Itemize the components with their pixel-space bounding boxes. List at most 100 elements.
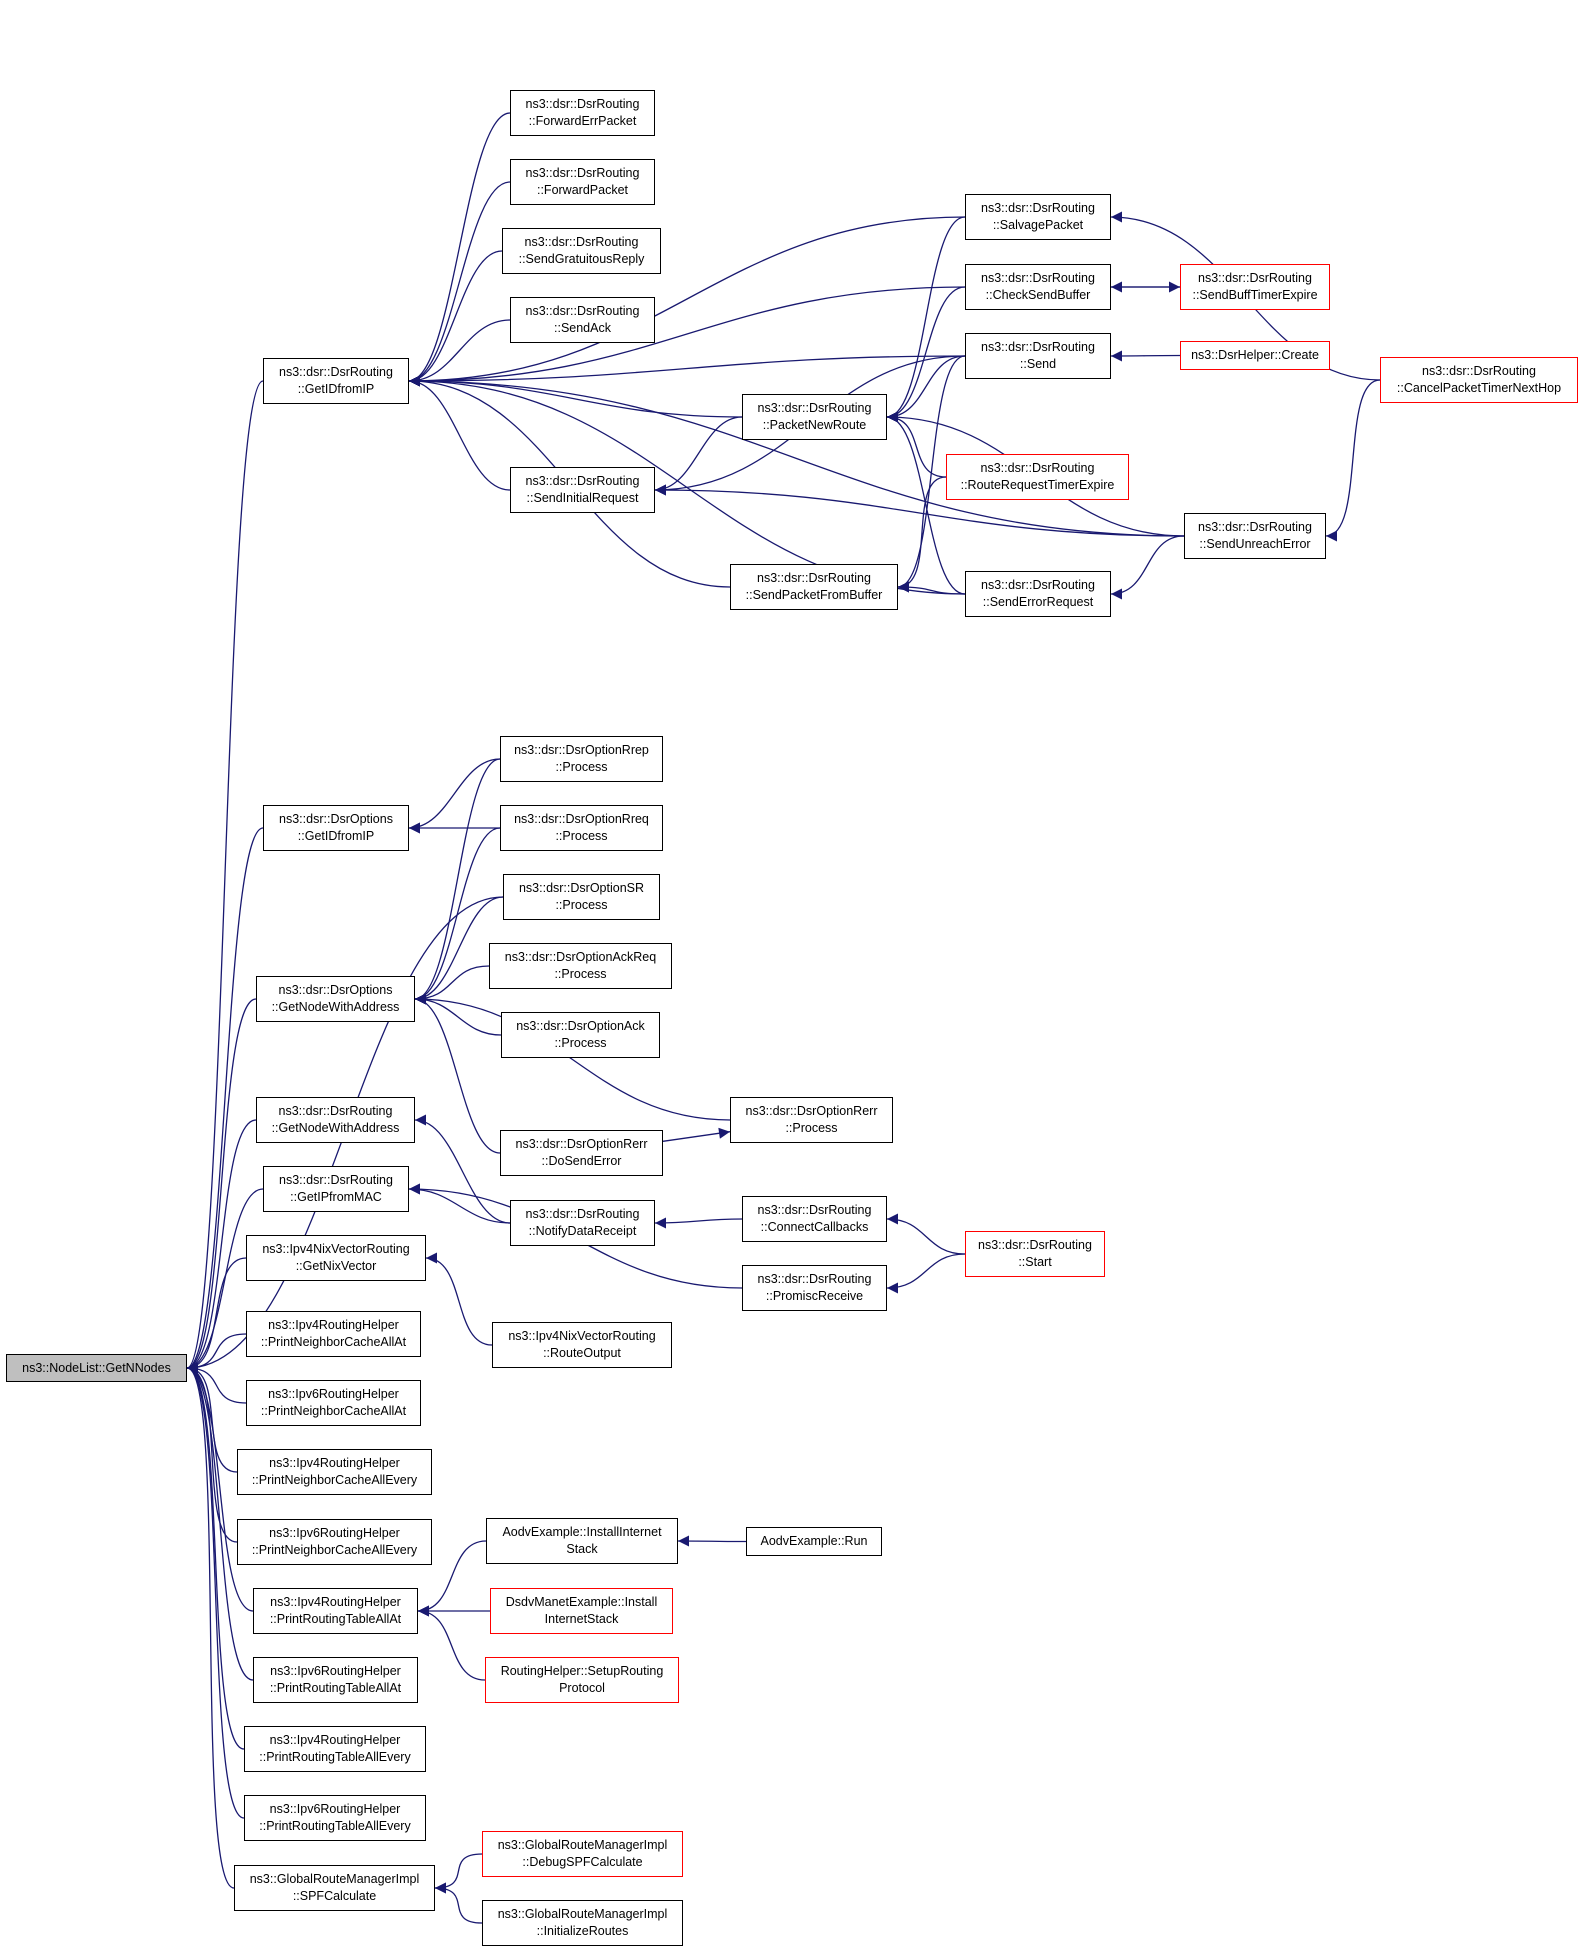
node-ipv6routinghelper-printroutingtableallat[interactable]: ns3::Ipv6RoutingHelper::PrintRoutingTabl… (253, 1657, 418, 1703)
node-ipv4nixvectorrouting-getnixvector[interactable]: ns3::Ipv4NixVectorRouting::GetNixVector (246, 1235, 426, 1281)
node-ipv4routinghelper-printneighborcacheallevery[interactable]: ns3::Ipv4RoutingHelper::PrintNeighborCac… (237, 1449, 432, 1495)
node-label-line: ::Process (555, 829, 608, 843)
node-label-line: ::Start (1018, 1255, 1052, 1269)
node-ipv4nixvectorrouting-routeoutput[interactable]: ns3::Ipv4NixVectorRouting::RouteOutput (492, 1322, 672, 1368)
call-edge-r_cancelpackettimernexthop-to-r_sendunreacherror (1325, 379, 1381, 542)
call-edge-r_connectcallbacks-to-r_notifydatareceipt (654, 1217, 743, 1229)
call-edge-r_sendinitialrequest-to-r_getidfromip (408, 375, 511, 491)
node-label-line: ::PrintNeighborCacheAllEvery (251, 1473, 418, 1487)
node-label-line: ns3::dsr::DsrOptionAck (516, 1019, 645, 1033)
call-edge-ackreq_process-to-o_getnodewithaddress (414, 965, 490, 1005)
node-dsrrouting-senderrorrequest[interactable]: ns3::dsr::DsrRouting::SendErrorRequest (965, 571, 1111, 617)
node-dsrrouting-start[interactable]: ns3::dsr::DsrRouting::Start (965, 1231, 1105, 1277)
node-label-line: ns3::Ipv4RoutingHelper (270, 1595, 401, 1609)
call-edge-rerr_dosenderror-to-rerr_process (662, 1127, 731, 1142)
node-dsrrouting-checksendbuffer[interactable]: ns3::dsr::DsrRouting::CheckSendBuffer (965, 264, 1111, 310)
node-label-line: ::Process (555, 898, 608, 912)
node-label-line: AodvExample::Run (760, 1534, 868, 1548)
node-label-line: ::Process (554, 1036, 607, 1050)
node-dsroptions-getnodewithaddress[interactable]: ns3::dsr::DsrOptions::GetNodeWithAddress (256, 976, 415, 1022)
node-dsrhelper-create[interactable]: ns3::DsrHelper::Create (1180, 341, 1330, 370)
call-edge-aodv_run-to-aodv_installinternetstack (677, 1535, 747, 1547)
node-label-line: ::SendGratuitousReply (518, 252, 645, 266)
node-dsrrouting-sendgratuitousreply[interactable]: ns3::dsr::DsrRouting::SendGratuitousRepl… (502, 228, 661, 274)
call-edge-rrep_process-to-o_getidfromip (408, 758, 501, 834)
node-label-line: ::NotifyDataReceipt (528, 1224, 637, 1238)
node-dsroptionrerr-process[interactable]: ns3::dsr::DsrOptionRerr::Process (730, 1097, 893, 1143)
node-label-line: ns3::dsr::DsrRouting (279, 1173, 393, 1187)
call-edge-rrep_process-to-o_getnodewithaddress (414, 758, 501, 1005)
node-globalroutemanagerimpl-debugspfcalculate[interactable]: ns3::GlobalRouteManagerImpl::DebugSPFCal… (482, 1831, 683, 1877)
node-ipv6routinghelper-printneighborcacheallat[interactable]: ns3::Ipv6RoutingHelper::PrintNeighborCac… (246, 1380, 421, 1426)
node-dsrrouting-connectcallbacks[interactable]: ns3::dsr::DsrRouting::ConnectCallbacks (742, 1196, 887, 1242)
node-label-line: ns3::dsr::DsrRouting (525, 474, 640, 488)
node-dsrrouting-sendbufftimerexpire[interactable]: ns3::dsr::DsrRouting::SendBuffTimerExpir… (1180, 264, 1330, 310)
node-dsrrouting-salvagepacket[interactable]: ns3::dsr::DsrRouting::SalvagePacket (965, 194, 1111, 240)
node-dsrrouting-cancelpackettimernexthop[interactable]: ns3::dsr::DsrRouting::CancelPacketTimerN… (1380, 357, 1578, 403)
call-edge-r_sendgratuitousreply-to-r_getidfromip (408, 250, 503, 387)
node-dsroptionack-process[interactable]: ns3::dsr::DsrOptionAck::Process (501, 1012, 660, 1058)
node-label-line: ::ForwardPacket (536, 183, 628, 197)
call-edge-sr_process-to-o_getnodewithaddress (414, 896, 504, 1005)
node-ipv6routinghelper-printneighborcacheallevery[interactable]: ns3::Ipv6RoutingHelper::PrintNeighborCac… (237, 1519, 432, 1565)
node-label-line: ::PacketNewRoute (762, 418, 867, 432)
call-edge-r_forwardpacket-to-r_getidfromip (408, 181, 511, 387)
node-label-line: ::GetIDfromIP (297, 829, 375, 843)
node-dsroptionsr-process[interactable]: ns3::dsr::DsrOptionSR::Process (503, 874, 660, 920)
node-ipv4routinghelper-printroutingtableallat[interactable]: ns3::Ipv4RoutingHelper::PrintRoutingTabl… (253, 1588, 418, 1634)
node-dsrrouting-forwarderrpacket[interactable]: ns3::dsr::DsrRouting::ForwardErrPacket (510, 90, 655, 136)
node-dsrrouting-sendpacketfrombuffer[interactable]: ns3::dsr::DsrRouting::SendPacketFromBuff… (730, 564, 898, 610)
node-dsroptionackreq-process[interactable]: ns3::dsr::DsrOptionAckReq::Process (489, 943, 672, 989)
call-edge-r_checksendbuffer-to-r_packetnewroute (886, 286, 966, 423)
node-label-line: ns3::dsr::DsrRouting (981, 271, 1095, 285)
node-label-line: ns3::dsr::DsrRouting (525, 166, 640, 180)
node-dsroptionrreq-process[interactable]: ns3::dsr::DsrOptionRreq::Process (500, 805, 663, 851)
node-label-line: ::DebugSPFCalculate (522, 1855, 643, 1869)
node-dsrrouting-sendack[interactable]: ns3::dsr::DsrRouting::SendAck (510, 297, 655, 343)
node-dsrrouting-notifydatareceipt[interactable]: ns3::dsr::DsrRouting::NotifyDataReceipt (510, 1200, 655, 1246)
node-label-line: RoutingHelper::SetupRouting (500, 1664, 664, 1678)
node-ipv4routinghelper-printneighborcacheallat[interactable]: ns3::Ipv4RoutingHelper::PrintNeighborCac… (246, 1311, 421, 1357)
node-label-line: ::Process (554, 967, 607, 981)
call-edge-rerr_dosenderror-to-o_getnodewithaddress (414, 993, 501, 1154)
node-ipv4routinghelper-printroutingtableallevery[interactable]: ns3::Ipv4RoutingHelper::PrintRoutingTabl… (244, 1726, 426, 1772)
node-dsrrouting-forwardpacket[interactable]: ns3::dsr::DsrRouting::ForwardPacket (510, 159, 655, 205)
node-label-line: ::PrintNeighborCacheAllAt (260, 1404, 407, 1418)
node-globalroutemanagerimpl-initializeroutes[interactable]: ns3::GlobalRouteManagerImpl::InitializeR… (482, 1900, 683, 1946)
node-dsrrouting-send[interactable]: ns3::dsr::DsrRouting::Send (965, 333, 1111, 379)
node-label-line: ns3::Ipv6RoutingHelper (269, 1526, 400, 1540)
node-label-line: ns3::Ipv4RoutingHelper (269, 1733, 401, 1747)
node-aodvexample-run[interactable]: AodvExample::Run (746, 1527, 882, 1556)
call-edge-dsrhelper_create-to-r_send (1110, 350, 1181, 362)
node-dsroptionrerr-dosenderror[interactable]: ns3::dsr::DsrOptionRerr::DoSendError (500, 1130, 663, 1176)
node-dsrrouting-promiscreceive[interactable]: ns3::dsr::DsrRouting::PromiscReceive (742, 1265, 887, 1311)
call-edge-r_sendunreacherror-to-r_senderrorrequest (1110, 535, 1185, 600)
node-globalroutemanagerimpl-spfcalculate[interactable]: ns3::GlobalRouteManagerImpl::SPFCalculat… (234, 1865, 435, 1911)
node-label-line: ::SendErrorRequest (982, 595, 1094, 609)
node-nodelist-getnnodes[interactable]: ns3::NodeList::GetNNodes (6, 1354, 187, 1382)
call-edge-rreq_process-to-o_getnodewithaddress (414, 827, 501, 1005)
call-edge-v4_prtallevery-to-getnnodes (186, 1362, 245, 1750)
node-dsrrouting-packetnewroute[interactable]: ns3::dsr::DsrRouting::PacketNewRoute (742, 394, 887, 440)
node-label-line: ::SPFCalculate (292, 1889, 377, 1903)
node-label-line: ns3::dsr::DsrRouting (525, 304, 640, 318)
call-edge-aodv_installinternetstack-to-v4_prtallat (417, 1540, 487, 1617)
node-dsrrouting-sendunreacherror[interactable]: ns3::dsr::DsrRouting::SendUnreachError (1184, 513, 1326, 559)
node-label-line: ::PrintRoutingTableAllEvery (259, 1750, 411, 1764)
node-dsrrouting-getnodewithaddress[interactable]: ns3::dsr::DsrRouting::GetNodeWithAddress (256, 1097, 415, 1143)
node-dsrrouting-routerequesttimerexpire[interactable]: ns3::dsr::DsrRouting::RouteRequestTimerE… (946, 454, 1129, 500)
node-dsroptions-getidfromip[interactable]: ns3::dsr::DsrOptions::GetIDfromIP (263, 805, 409, 851)
node-label-line: ns3::Ipv6RoutingHelper (269, 1802, 401, 1816)
node-dsrrouting-getidfromip[interactable]: ns3::dsr::DsrRouting::GetIDfromIP (263, 358, 409, 404)
node-ipv6routinghelper-printroutingtableallevery[interactable]: ns3::Ipv6RoutingHelper::PrintRoutingTabl… (244, 1795, 426, 1841)
node-label-line: ::SendInitialRequest (526, 491, 639, 505)
node-label-line: ns3::Ipv4NixVectorRouting (508, 1329, 656, 1343)
node-dsrrouting-sendinitialrequest[interactable]: ns3::dsr::DsrRouting::SendInitialRequest (510, 467, 655, 513)
node-dsroptionrrep-process[interactable]: ns3::dsr::DsrOptionRrep::Process (500, 736, 663, 782)
node-dsrrouting-getipfrommac[interactable]: ns3::dsr::DsrRouting::GetIPfromMAC (263, 1166, 409, 1212)
node-label-line: ns3::dsr::DsrOptionRrep (514, 743, 649, 757)
node-label-line: ns3::Ipv6RoutingHelper (270, 1664, 401, 1678)
